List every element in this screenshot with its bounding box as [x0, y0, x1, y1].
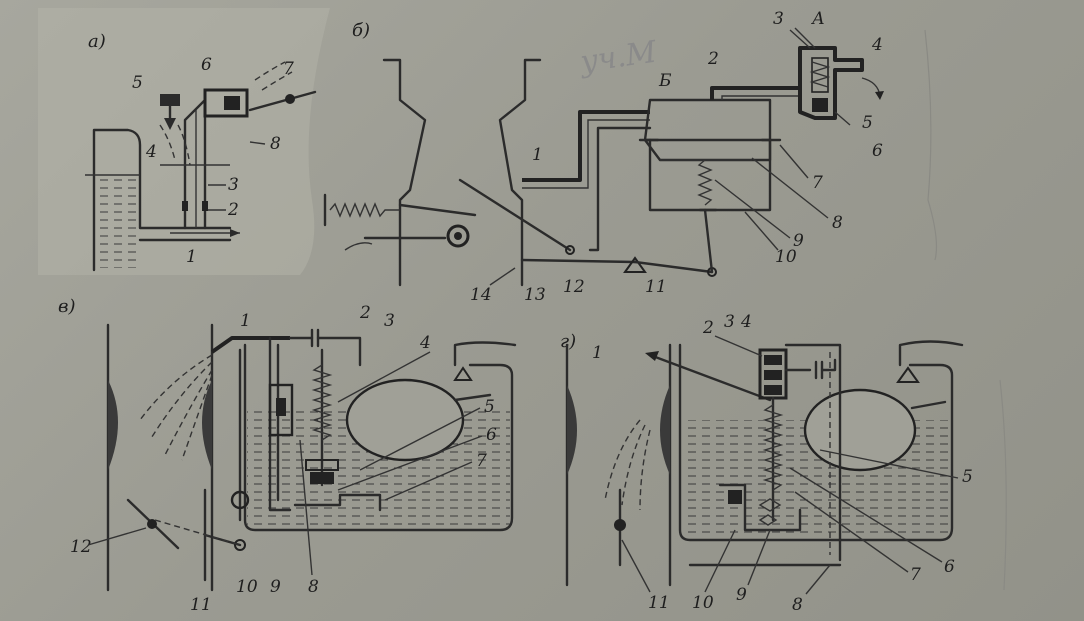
label-g-11: 11: [648, 593, 670, 613]
chamber-b: [643, 98, 772, 142]
label-b-2: 2: [707, 49, 719, 69]
label-b-13: 13: [524, 285, 546, 305]
panel-g: г) 2 3 4 1: [560, 312, 973, 615]
panel-a: а) 5 6 7 4 8 3 2 1: [85, 31, 317, 272]
label-g-6: 6: [944, 557, 955, 577]
panel-v-label: в): [58, 296, 76, 317]
venturi-left-b: [382, 58, 427, 287]
needle-valve-a: [160, 94, 180, 106]
float-chamber-a: [92, 128, 232, 272]
label-b-14: 14: [470, 285, 492, 305]
spray-g: [604, 419, 651, 511]
stamp-text: уч.М: [576, 34, 660, 80]
label-a-4: 4: [145, 142, 157, 162]
label-b-1: 1: [532, 145, 543, 165]
label-b-8: 8: [832, 213, 843, 233]
label-g-2: 2: [702, 318, 714, 338]
label-a-2: 2: [227, 200, 239, 220]
label-v-8: 8: [308, 577, 319, 597]
pencil-mark: [924, 29, 938, 261]
spring-g: [762, 404, 784, 491]
label-a-5: 5: [132, 73, 143, 93]
label-g-9: 9: [736, 585, 747, 605]
panel-g-label: г): [560, 331, 576, 352]
label-b-10: 10: [775, 247, 797, 267]
nozzle-block-a: [203, 88, 249, 118]
label-g-10: 10: [692, 593, 714, 613]
label-b-3: 3: [773, 9, 784, 29]
spray-v: [139, 354, 213, 461]
label-v-2: 2: [359, 303, 371, 323]
label-g-3: 3: [724, 312, 735, 332]
label-g-5: 5: [962, 467, 973, 487]
label-v-7: 7: [476, 451, 487, 471]
label-b-B: Б: [658, 71, 672, 91]
float-v: [345, 378, 465, 462]
label-b-9: 9: [793, 231, 804, 251]
label-b-11: 11: [645, 277, 667, 297]
label-a-7: 7: [283, 59, 294, 79]
label-b-6: 6: [872, 141, 883, 161]
pencil-mark: [999, 379, 1007, 591]
panel-b: б): [323, 9, 884, 305]
label-v-11: 11: [190, 595, 212, 615]
spring-9-b: [697, 159, 713, 206]
float-g: [803, 388, 917, 472]
pipe-1-b: [522, 110, 650, 182]
label-b-4: 4: [871, 35, 883, 55]
label-a-6: 6: [201, 55, 212, 75]
label-v-1: 1: [240, 311, 251, 331]
throttle-a: [248, 90, 317, 112]
pipe-2-b: [710, 86, 800, 100]
label-a-3: 3: [228, 175, 239, 195]
label-v-10: 10: [236, 577, 258, 597]
label-v-3: 3: [384, 311, 395, 331]
label-g-4: 4: [740, 312, 752, 332]
label-a-8: 8: [270, 134, 281, 154]
spring-b: [329, 202, 400, 218]
valve-a-body: [798, 46, 864, 120]
panel-a-label: а): [88, 31, 106, 52]
label-v-5: 5: [484, 397, 495, 417]
pump-spring-v: [311, 364, 333, 441]
label-b-7: 7: [812, 173, 823, 193]
panel-b-label: б): [352, 20, 370, 41]
label-b-A: А: [811, 9, 825, 29]
label-v-4: 4: [419, 333, 431, 353]
tube-a: [183, 98, 207, 230]
label-g-8: 8: [792, 595, 803, 615]
label-b-5: 5: [862, 113, 873, 133]
label-v-6: 6: [486, 425, 497, 445]
label-a-1: 1: [186, 247, 197, 267]
label-g-7: 7: [910, 565, 921, 585]
venturi-right-b: [498, 58, 542, 287]
panel-v: в): [58, 296, 517, 615]
label-g-1: 1: [592, 343, 603, 363]
label-b-12: 12: [563, 277, 585, 297]
label-v-9: 9: [270, 577, 281, 597]
label-v-12: 12: [70, 537, 92, 557]
fuel-a: [96, 175, 138, 268]
